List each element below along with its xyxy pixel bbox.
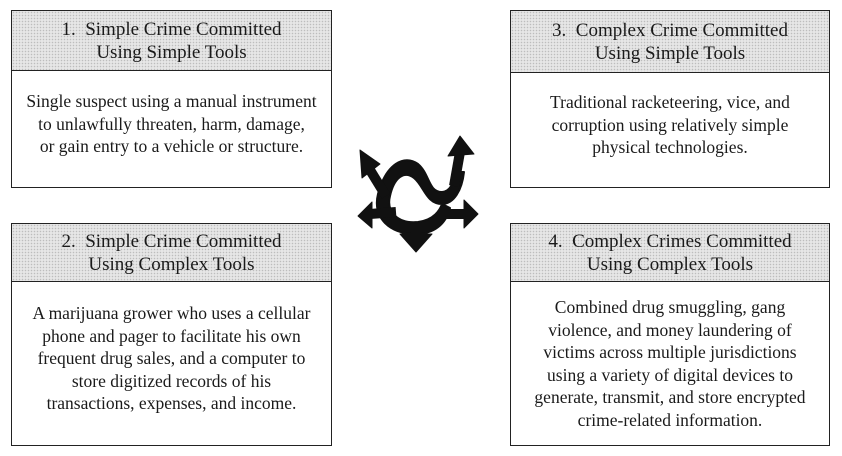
quadrant-3-header: 3. Complex Crime Committed Using Simple … [511, 11, 829, 73]
quadrant-1-box: 1. Simple Crime Committed Using Simple T… [11, 10, 332, 188]
quadrant-4-title-line-1: 4. Complex Crimes Committed [548, 230, 792, 252]
arrow-shaft-upper-right [449, 151, 465, 187]
quadrant-1-description: Single suspect using a manual instrument… [26, 91, 317, 157]
quadrant-4-title-line-2: Using Complex Tools [586, 253, 754, 275]
quadrant-3-title-line-1: 3. Complex Crime Committed [552, 19, 788, 41]
quadrant-4-box: 4. Complex Crimes Committed Using Comple… [510, 223, 830, 446]
quadrant-2-title-line-1: 2. Simple Crime Committed [61, 230, 282, 252]
arrow-head-right [463, 199, 479, 229]
quadrant-2-title-line-2: Using Complex Tools [88, 253, 255, 275]
quadrant-2-description: A marijuana grower who uses a cellular p… [32, 303, 311, 414]
multi-directional-arrows-icon [357, 135, 479, 253]
quadrant-3-description: Traditional racketeering, vice, and corr… [550, 92, 790, 158]
arrow-head-upper-left [359, 149, 381, 179]
quadrant-1-title-line-1: 1. Simple Crime Committed [61, 18, 282, 40]
quadrant-4-description: Combined drug smuggling, gang violence, … [534, 297, 806, 430]
quadrant-3-box: 3. Complex Crime Committed Using Simple … [510, 10, 830, 188]
quadrant-1-header: 1. Simple Crime Committed Using Simple T… [12, 11, 331, 71]
arrow-head-left [357, 201, 373, 229]
arrow-knot [375, 159, 465, 235]
quadrant-2-box: 2. Simple Crime Committed Using Complex … [11, 223, 332, 446]
quadrant-2-header: 2. Simple Crime Committed Using Complex … [12, 224, 331, 282]
quadrant-3-title-line-2: Using Simple Tools [594, 42, 746, 64]
arrow-shaft-upper-left [365, 167, 391, 199]
quadrant-4-header: 4. Complex Crimes Committed Using Comple… [511, 224, 829, 282]
arrow-head-upper-right [447, 135, 475, 157]
arrow-shaft-left [369, 207, 397, 219]
arrow-head-bottom [399, 233, 433, 253]
quadrant-1-title-line-2: Using Simple Tools [96, 41, 247, 63]
